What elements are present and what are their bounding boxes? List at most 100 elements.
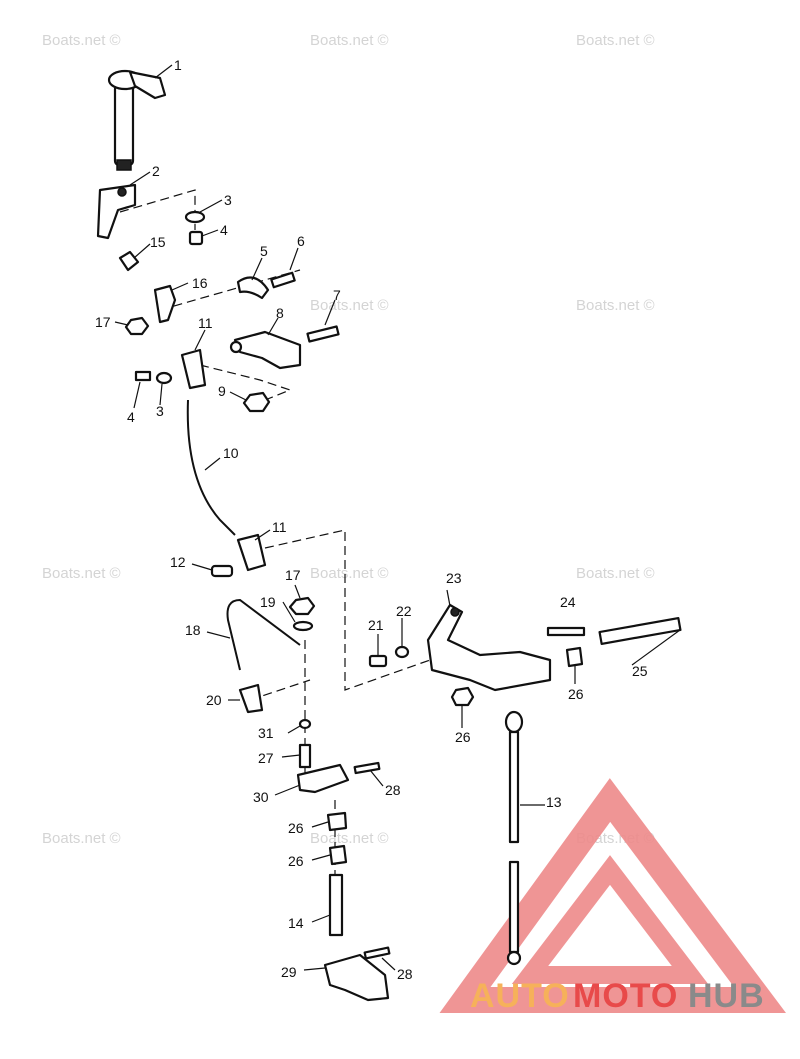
part-screw <box>134 370 152 382</box>
watermark-text: Boats.net © <box>576 297 655 314</box>
callout-label: 19 <box>260 594 276 610</box>
brand-text-auto: AUTO <box>470 977 570 1015</box>
part-screw <box>210 564 234 578</box>
callout-label: 20 <box>206 692 222 708</box>
callout-label: 27 <box>258 750 274 766</box>
part-bushing <box>565 646 584 668</box>
brand-text-hub: HUB <box>688 977 765 1015</box>
part-washer <box>155 371 173 385</box>
callout-label: 30 <box>253 789 269 805</box>
callout-label: 7 <box>333 287 341 303</box>
part-shift-shaft <box>107 69 167 171</box>
callout-label: 3 <box>224 192 232 208</box>
part-shift-lever <box>96 183 137 240</box>
part-nut <box>242 391 271 413</box>
callout-label: 28 <box>385 782 401 798</box>
part-lever-arm <box>229 330 302 370</box>
callout-label: 26 <box>568 686 584 702</box>
part-main-lever <box>426 603 552 692</box>
callout-label: 23 <box>446 570 462 586</box>
part-nut <box>124 316 150 336</box>
part-spring-clip <box>236 276 270 300</box>
part-stud-long <box>306 325 340 343</box>
logo-inner-triangle-icon <box>511 855 709 984</box>
logo-triangle-icon <box>439 778 786 1013</box>
watermark-text: Boats.net © <box>310 297 389 314</box>
part-nut <box>288 596 316 616</box>
brand-text-moto: MOTO <box>573 977 678 1015</box>
part-screw <box>188 230 204 246</box>
part-clevis <box>236 533 267 572</box>
callout-label: 31 <box>258 725 274 741</box>
callout-label: 14 <box>288 915 304 931</box>
part-clip <box>118 250 140 272</box>
callout-label: 11 <box>198 315 213 331</box>
callout-label: 16 <box>192 275 208 291</box>
callout-label: 5 <box>260 243 268 259</box>
part-stud <box>270 271 296 289</box>
watermark-text: Boats.net © <box>310 565 389 582</box>
part-link-rod <box>226 598 301 671</box>
part-bushing <box>238 683 264 714</box>
assembly-line <box>199 364 292 401</box>
callout-label: 22 <box>396 603 412 619</box>
callout-label: 18 <box>185 622 201 638</box>
part-washer <box>394 645 410 659</box>
watermark-text: Boats.net © <box>42 565 121 582</box>
callout-label: 25 <box>632 663 648 679</box>
callout-label: 28 <box>397 966 413 982</box>
watermark-text: Boats.net © <box>310 32 389 49</box>
brand-wordmark: AUTO MOTO HUB <box>470 977 765 1015</box>
callout-label: 4 <box>127 409 135 425</box>
part-nut <box>450 686 475 707</box>
part-shaft <box>328 873 344 937</box>
callout-label: 21 <box>368 617 384 633</box>
part-bushing <box>326 811 348 832</box>
callout-label: 15 <box>150 234 166 250</box>
part-bracket <box>153 284 177 324</box>
callout-label: 6 <box>297 233 305 249</box>
callout-label: 24 <box>560 594 576 610</box>
part-washer <box>292 620 314 632</box>
leader-lines <box>114 64 681 971</box>
watermark-text: Boats.net © <box>576 565 655 582</box>
callout-label: 26 <box>288 820 304 836</box>
part-pin <box>546 626 586 637</box>
part-shaft <box>598 617 682 645</box>
part-washer <box>184 210 206 224</box>
watermark-text: Boats.net © <box>576 32 655 49</box>
callout-label: 10 <box>223 445 239 461</box>
callout-label: 13 <box>546 794 562 810</box>
part-pin <box>363 946 391 960</box>
assembly-line <box>264 529 431 691</box>
callout-label: 26 <box>455 729 471 745</box>
watermark-text: Boats.net © <box>42 32 121 49</box>
callout-label: 17 <box>285 567 301 583</box>
brand-logo <box>439 778 786 1013</box>
callouts: 1 2 3 4 5 6 15 16 17 7 8 11 4 3 9 10 11 … <box>95 57 648 982</box>
callout-label: 4 <box>220 222 228 238</box>
part-clevis <box>180 348 207 390</box>
part-shift-cable <box>186 399 236 536</box>
part-screw <box>368 654 388 668</box>
watermark-text: Boats.net © <box>42 830 121 847</box>
callout-label: 1 <box>174 57 182 73</box>
watermark-text: Boats.net © <box>310 830 389 847</box>
assembly-line <box>159 269 301 311</box>
callout-label: 12 <box>170 554 186 570</box>
callout-label: 9 <box>218 383 226 399</box>
callout-label: 11 <box>272 519 287 535</box>
part-stud <box>298 743 312 769</box>
callout-label: 26 <box>288 853 304 869</box>
assembly-line <box>249 679 311 701</box>
part-bushing <box>328 844 348 866</box>
part-arm <box>323 953 390 1002</box>
callout-label: 2 <box>152 163 160 179</box>
callout-label: 8 <box>276 305 284 321</box>
callout-label: 29 <box>281 964 297 980</box>
part-washer <box>298 718 312 730</box>
part-long-rod <box>504 710 524 966</box>
part-pin <box>353 761 381 775</box>
